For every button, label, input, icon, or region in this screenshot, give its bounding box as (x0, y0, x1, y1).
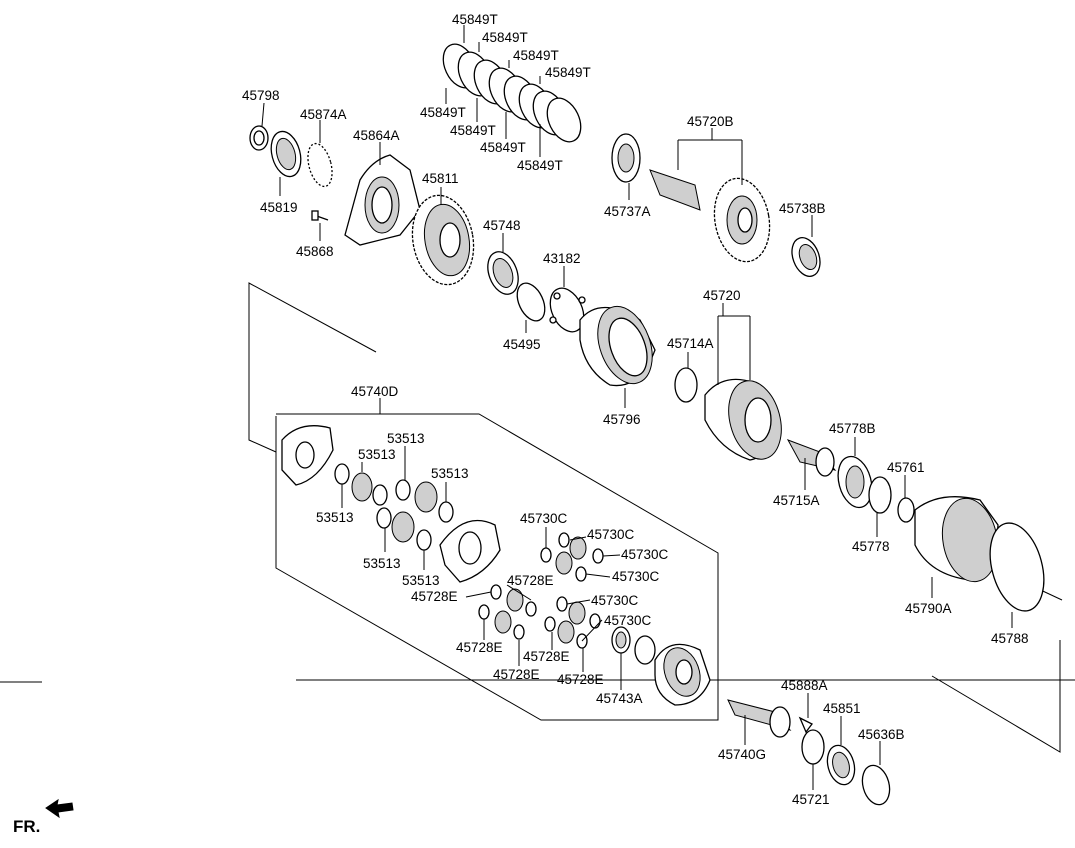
label-45868: 45868 (296, 244, 334, 259)
label-45849T-5: 45849T (420, 105, 466, 120)
bearing-45738B (791, 237, 821, 277)
label-53513-1: 53513 (387, 431, 425, 446)
label-45730C-1: 45730C (520, 511, 568, 526)
label-45728E-5: 45728E (493, 667, 540, 682)
label-45730C-3: 45730C (621, 547, 669, 562)
retainer-plate-45778B (837, 455, 873, 509)
label-45778B: 45778B (829, 421, 876, 436)
label-45721: 45721 (792, 792, 830, 807)
retainer-43182 (549, 287, 586, 333)
snap-ring-45721 (801, 729, 825, 765)
label-45874A: 45874A (300, 107, 347, 122)
seal-ring-45636B (861, 764, 891, 806)
label-45738B: 45738B (779, 201, 826, 216)
label-45730C-4: 45730C (612, 569, 660, 584)
snap-ring-stack-45849T (442, 43, 582, 143)
label-45849T-1: 45849T (452, 12, 498, 27)
label-45740G: 45740G (718, 747, 766, 762)
label-45728E-2: 45728E (411, 589, 458, 604)
label-45740D: 45740D (351, 384, 399, 399)
thrust-washer-45798 (249, 125, 269, 151)
label-45788: 45788 (991, 631, 1029, 646)
label-45720B: 45720B (687, 114, 734, 129)
bearing-45743A (611, 626, 656, 665)
label-45730C-2: 45730C (587, 527, 635, 542)
label-45728E-1: 45728E (507, 573, 554, 588)
label-45748: 45748 (483, 218, 521, 233)
clutch-drum-45796 (579, 305, 656, 387)
thrust-bearing-45819 (270, 130, 302, 178)
label-45849T-4: 45849T (545, 65, 591, 80)
snap-ring-45778 (868, 476, 892, 514)
carrier-plate-front (281, 425, 334, 486)
snap-ring-45495 (516, 282, 546, 322)
clip-45888A (798, 716, 813, 734)
label-45778: 45778 (852, 539, 890, 554)
front-indicator: FR. (13, 798, 74, 836)
label-53513-6: 53513 (402, 573, 440, 588)
label-45728E-6: 45728E (557, 672, 604, 687)
drive-gear-45720B (649, 169, 771, 263)
shaft-45740G (727, 699, 792, 738)
front-label: FR. (13, 817, 40, 836)
label-45888A: 45888A (781, 678, 828, 693)
part-labels: 45849T 45849T 45849T 45849T 45849T 45849… (242, 12, 1029, 807)
label-45714A: 45714A (667, 336, 714, 351)
label-45796: 45796 (603, 412, 641, 427)
washer-45761 (897, 497, 915, 523)
label-45849T-2: 45849T (482, 30, 528, 45)
label-45849T-8: 45849T (517, 158, 563, 173)
tone-wheel-45874A (307, 142, 333, 188)
leader-lines (261, 25, 1013, 790)
housing-cover-45864A (344, 154, 421, 246)
arrow-left-icon (45, 798, 74, 819)
label-45849T-3: 45849T (513, 48, 559, 63)
label-45811: 45811 (422, 171, 459, 186)
label-45849T-6: 45849T (450, 123, 496, 138)
label-43182: 43182 (543, 251, 581, 266)
snap-ring-45714A (674, 367, 698, 403)
label-45715A: 45715A (773, 493, 820, 508)
gear-45811 (411, 194, 475, 286)
label-45728E-3: 45728E (456, 640, 503, 655)
label-45737A: 45737A (604, 204, 651, 219)
thrust-bearing-45748 (487, 251, 519, 295)
label-45851: 45851 (823, 701, 861, 716)
ring-gear-45790A (914, 496, 999, 583)
label-53513-3: 53513 (431, 466, 469, 481)
label-45730C-6: 45730C (604, 613, 652, 628)
bearing-45737A (611, 133, 641, 183)
pinion-set-53513 (334, 463, 454, 551)
label-53513-5: 53513 (363, 556, 401, 571)
label-45728E-4: 45728E (523, 649, 570, 664)
label-45495: 45495 (503, 337, 541, 352)
label-45720: 45720 (703, 288, 741, 303)
output-shaft-45715A (786, 439, 837, 477)
label-45819: 45819 (260, 200, 298, 215)
label-45743A: 45743A (596, 691, 643, 706)
label-45761: 45761 (887, 460, 925, 475)
planetary-carrier-boundary (248, 282, 719, 721)
label-45849T-7: 45849T (480, 140, 526, 155)
label-53513-2: 53513 (358, 447, 396, 462)
pinion-set-45730C (540, 532, 604, 649)
carrier-plate-rear (439, 519, 501, 583)
differential-case-45720 (704, 378, 782, 461)
label-45636B: 45636B (858, 727, 905, 742)
label-45798: 45798 (242, 88, 280, 103)
sun-gear-plate (654, 643, 711, 706)
bolt-45868 (311, 210, 329, 221)
snap-ring-45788 (989, 522, 1045, 612)
label-53513-4: 53513 (316, 510, 354, 525)
label-45864A: 45864A (353, 128, 400, 143)
thrust-bearing-45851 (826, 744, 856, 786)
label-45790A: 45790A (905, 601, 952, 616)
label-45730C-5: 45730C (591, 593, 639, 608)
